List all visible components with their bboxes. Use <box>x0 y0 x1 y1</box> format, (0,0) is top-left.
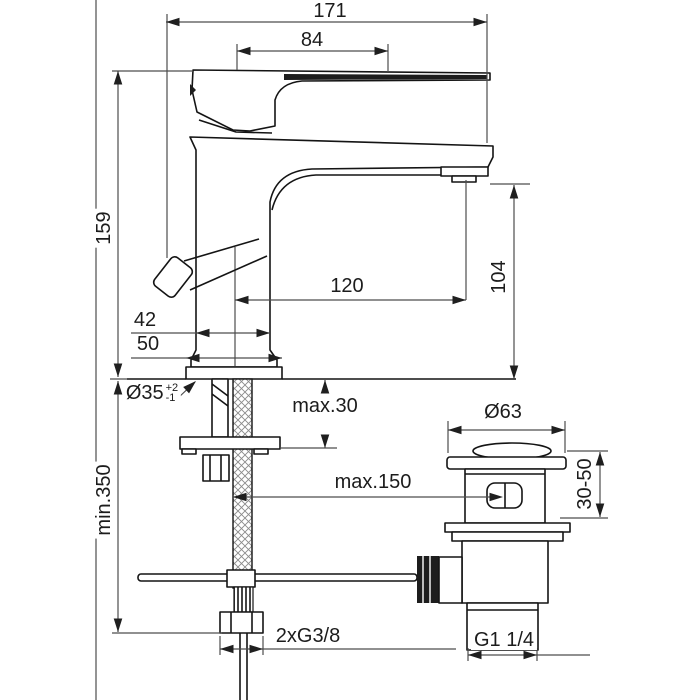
spout-inner-curve <box>271 174 448 211</box>
mounting-flange <box>179 436 281 450</box>
rod-hose-sleeve <box>226 569 256 588</box>
dim-label-rod-reach: max.150 <box>331 472 415 492</box>
handle-lever-tilted <box>152 238 268 298</box>
dim-label-spout-reach: 120 <box>327 276 367 296</box>
waste-lower-body <box>461 540 549 604</box>
base-plate <box>185 366 283 380</box>
waste-side-outlet-knurl <box>417 556 439 603</box>
pop-up-rod <box>137 573 418 582</box>
dim-label-overall-width: 171 <box>310 1 350 21</box>
hole-diameter-value: Ø35 <box>125 382 164 404</box>
supply-nut <box>219 611 264 634</box>
mounting-nut <box>202 454 230 482</box>
handle-lever <box>191 69 491 132</box>
dim-label-supply-thread: 2xG3/8 <box>272 626 344 646</box>
dim-label-waste-flange-diameter: Ø63 <box>481 402 525 422</box>
hole-tolerance-minus: -1 <box>165 392 176 404</box>
dimension-lines <box>110 14 608 661</box>
dim-label-waste-thread: G1 1/4 <box>470 630 538 650</box>
dim-label-hose-min-length: min.350 <box>93 461 115 539</box>
dim-label-deck-thickness: max.30 <box>289 396 361 416</box>
handle-top-band <box>284 74 487 80</box>
hole-tolerance-plus: +2 <box>165 382 179 394</box>
hose-knurl <box>233 586 254 613</box>
dim-label-spout-outlet-height: 104 <box>488 257 510 297</box>
dim-label-handle-length: 84 <box>297 30 327 50</box>
dim-label-body-width: 42 <box>130 310 160 330</box>
pop-up-waste-group <box>417 442 571 651</box>
handle-pivot-mark <box>190 84 196 96</box>
waste-flange <box>446 456 567 470</box>
flexible-hose <box>232 378 253 589</box>
waste-lower-flange <box>444 522 571 533</box>
handle-step-line <box>198 119 273 134</box>
dim-label-hole-diameter: Ø35 +2 -1 <box>122 382 182 404</box>
mounting-group <box>137 378 418 700</box>
mounting-stud <box>211 378 229 438</box>
faucet-body-outline <box>189 136 494 368</box>
dim-label-waste-height-range: 30-50 <box>574 455 596 513</box>
aerator <box>440 166 489 177</box>
waste-side-outlet <box>438 556 463 604</box>
dim-label-height-to-deck: 159 <box>93 208 115 248</box>
dim-label-base-width: 50 <box>133 334 163 354</box>
faucet-body-group <box>127 69 516 380</box>
